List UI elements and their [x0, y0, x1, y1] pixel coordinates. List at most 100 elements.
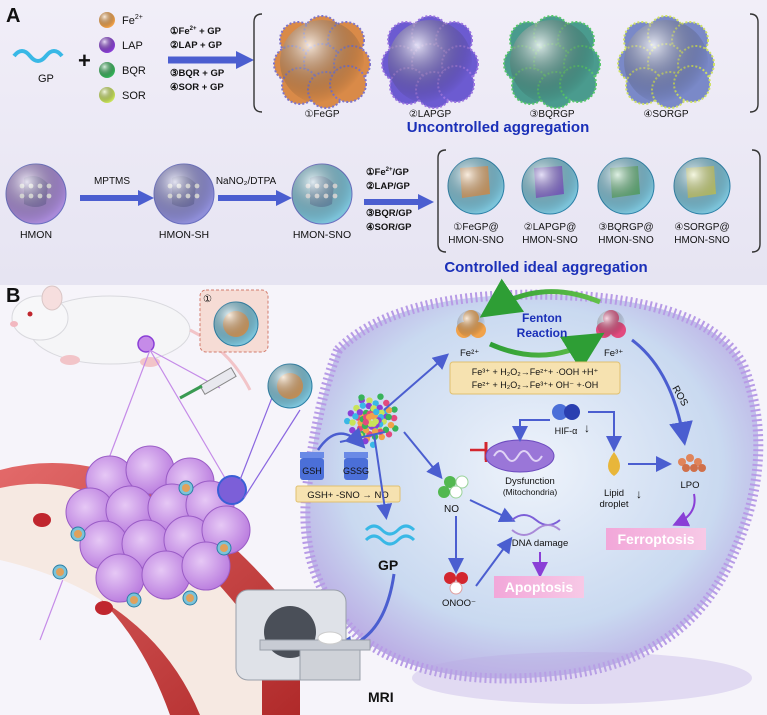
ferroptosis-tag: [606, 528, 706, 550]
dna-icon: [511, 514, 561, 536]
aggregate-label: ②LAPGP: [409, 109, 452, 120]
bracket-right: [749, 13, 759, 113]
fenton-arrow-lower: [488, 332, 605, 371]
inset-number: ①: [203, 294, 212, 305]
apoptosis-label: Apoptosis: [505, 579, 574, 595]
lipid-droplet-icon: [608, 452, 620, 476]
plus-sign: +: [78, 48, 91, 73]
lipid-down-arrow: ↓: [636, 487, 642, 501]
cancer-cell: [300, 289, 764, 684]
gp-wave-icon: [12, 49, 64, 63]
svg-text:①Fe2+ + GP: ①Fe2+ + GP: [170, 26, 222, 37]
svg-text:④SOR/GP: ④SOR/GP: [366, 222, 412, 233]
lipid-label-2: droplet: [599, 499, 628, 510]
svg-text:Fe2+: Fe2+: [122, 14, 143, 27]
carrier-particle: HMON-SH: [153, 163, 215, 241]
top-arrow-head: [236, 51, 254, 69]
fenton-equation-2: Fe²⁺ + H₂O₂→Fe³⁺+ OH⁻ +·OH: [472, 380, 599, 390]
hif-icon: [552, 404, 580, 420]
reagent-label: LAP: [122, 40, 143, 52]
reagent-sor: SOR: [99, 87, 146, 103]
carrier-particle: HMON: [5, 163, 67, 241]
mri-scanner-icon: [235, 589, 371, 681]
reagent-sup: 2+: [135, 14, 143, 21]
panel-b-letter: B: [6, 285, 20, 307]
bottom-step-list: ①Fe2+/GP ②LAP/GP ③BQR/GP ④SOR/GP: [366, 167, 413, 233]
aggregate-row: ①FeGP ②LAPGP ③BQRGP ④SORGP: [273, 15, 715, 120]
fenton-cycle: Fenton Reaction Fe²⁺ Fe³⁺: [456, 278, 626, 371]
reagent-bqr: BQR: [99, 62, 146, 78]
svg-text:③BQR/GP: ③BQR/GP: [366, 208, 413, 219]
reagent-fe: Fe2+: [99, 12, 143, 28]
mitochondria-label: (Mitochondria): [503, 487, 557, 497]
fenton-equations-box: [449, 361, 621, 395]
lipid-label-1: Lipid: [604, 488, 624, 499]
zoom-inset: ①: [199, 289, 269, 353]
bracket-right-2: [751, 149, 761, 253]
reagent-label: SOR: [122, 90, 146, 102]
no-label: NO: [444, 504, 459, 515]
arrow-label-mptms: MPTMS: [94, 176, 130, 187]
gsh-equation-box: [295, 485, 401, 503]
fe3-label: Fe³⁺: [604, 348, 623, 359]
loaded-label-2: HMON-SNO: [448, 235, 504, 246]
arrow-label-nano2: NaNO₂/DTPA: [216, 176, 277, 187]
released-aggregate: [344, 393, 399, 448]
ros-arrow: [631, 338, 693, 446]
fenton-label-2: Reaction: [517, 326, 568, 340]
controlled-aggregation-title: Controlled ideal aggregation: [444, 259, 647, 276]
panel-a-letter: A: [6, 5, 20, 27]
onoo-label: ONOO⁻: [442, 598, 476, 609]
loaded-label-1: ④SORGP@: [674, 222, 729, 233]
reagent-label: BQR: [122, 65, 146, 77]
aggregate-cluster: ①FeGP: [273, 15, 371, 120]
loaded-label-2: HMON-SNO: [522, 235, 578, 246]
svg-text:②LAP + GP: ②LAP + GP: [170, 40, 223, 51]
loaded-carrier: ①FeGP@ HMON-SNO: [447, 157, 505, 246]
dna-damage-label: DNA damage: [512, 538, 569, 549]
fenton-arrow-upper: [479, 278, 601, 318]
syringe-icon: [179, 366, 237, 400]
onoo-molecule-icon: [444, 572, 468, 595]
gp-wave-icon-b: [364, 524, 416, 536]
apoptosis-tag: [494, 576, 584, 598]
svg-text:③BQR + GP: ③BQR + GP: [170, 68, 225, 79]
aggregate-label: ③BQRGP: [529, 109, 574, 120]
arrow-to-fenton: [383, 353, 450, 411]
reagent-list: Fe2+ LAP BQR SOR: [99, 12, 146, 103]
loaded-label-2: HMON-SNO: [598, 235, 654, 246]
bracket-left-2: [437, 149, 447, 253]
tumor-site-marker: [137, 335, 155, 353]
carrier-label: HMON-SH: [159, 229, 209, 241]
aggregate-label: ④SORGP: [643, 109, 688, 120]
aggregate-cluster: ③BQRGP: [503, 15, 601, 120]
gssg-label: GSSG: [343, 466, 369, 476]
loaded-carrier: ③BQRGP@HMON-SNO: [597, 157, 655, 246]
loaded-carrier: ②LAPGP@HMON-SNO: [521, 157, 579, 246]
gsh-equation: GSH+ -SNO → NO: [307, 490, 389, 501]
loaded-label-1: ①FeGP@: [453, 222, 498, 233]
gsh-label: GSH: [302, 466, 322, 476]
loaded-label-2: HMON-SNO: [674, 235, 730, 246]
loaded-carrier-row: ①FeGP@HMON-SNO②LAPGP@HMON-SNO③BQRGP@HMON…: [447, 157, 731, 246]
fenton-label-1: Fenton: [522, 311, 562, 325]
mitochondria-icon: [485, 439, 555, 473]
carrier-particle: HMON-SNO: [291, 163, 353, 241]
uncontrolled-aggregation-title: Uncontrolled aggregation: [407, 119, 590, 136]
fe2-cluster-icon: [456, 310, 486, 338]
lpo-label: LPO: [680, 480, 699, 491]
hif-label: HIF-α: [555, 426, 578, 436]
nanoparticle-zoom-source: [217, 475, 247, 505]
dysfunction-label: Dysfunction: [505, 476, 555, 487]
reagent-lap: LAP: [99, 37, 143, 53]
tumor-mass: [52, 445, 251, 608]
lpo-icon: [678, 454, 706, 472]
fenton-equation-1: Fe³⁺ + H₂O₂→Fe²⁺+ ·OOH +H⁺: [472, 367, 599, 377]
reagent-label: Fe: [122, 15, 135, 27]
svg-text:①Fe2+/GP: ①Fe2+/GP: [366, 167, 409, 178]
mri-label: MRI: [368, 689, 394, 705]
ferroptosis-label: Ferroptosis: [617, 531, 694, 547]
gp-label-b: GP: [378, 557, 398, 573]
loaded-carrier: ④SORGP@ HMON-SNO: [673, 157, 731, 246]
